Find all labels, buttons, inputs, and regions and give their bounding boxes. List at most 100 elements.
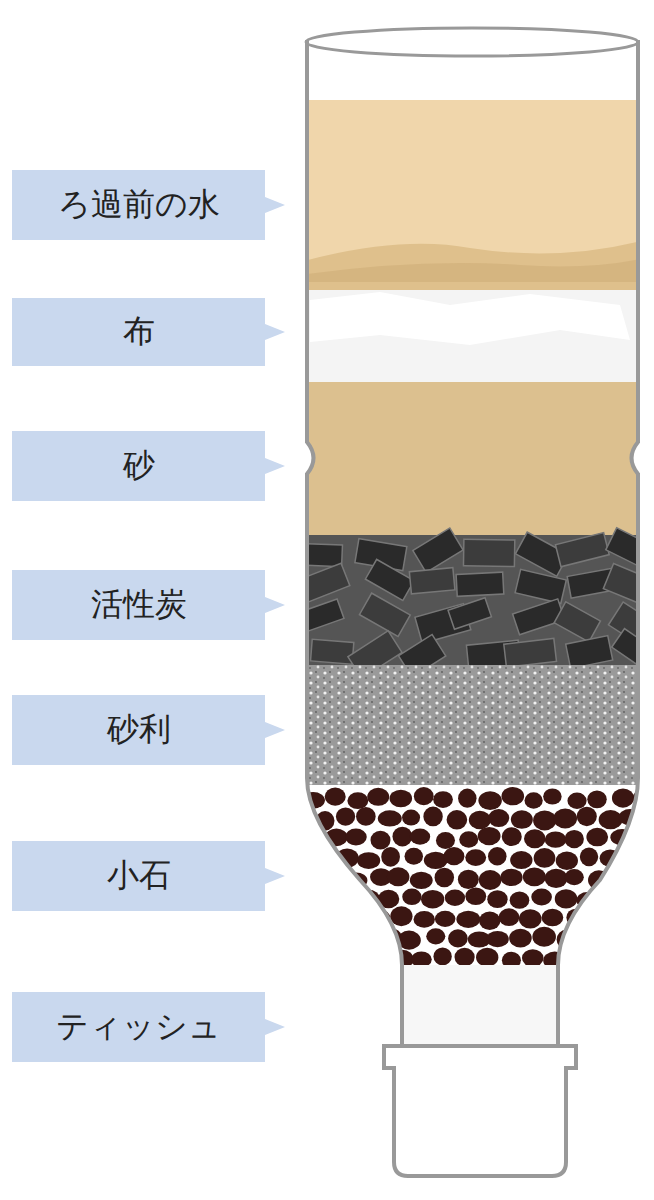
pebble xyxy=(458,870,479,889)
pebble xyxy=(435,868,455,888)
pebble xyxy=(632,868,653,887)
pebble xyxy=(510,851,532,869)
pebble xyxy=(640,888,654,908)
pebble xyxy=(423,807,442,827)
pebble xyxy=(599,810,623,829)
pebble xyxy=(458,789,476,808)
charcoal-block xyxy=(409,568,455,594)
charcoal-block xyxy=(555,533,609,567)
pebble xyxy=(523,867,546,886)
pebble xyxy=(532,927,556,947)
cloth-fold xyxy=(310,292,630,345)
pebble xyxy=(613,871,632,889)
pebble xyxy=(410,872,433,889)
pebble xyxy=(378,810,402,826)
pebble xyxy=(622,889,646,905)
charcoal-block xyxy=(612,629,654,671)
pebble xyxy=(565,951,587,971)
pebble xyxy=(555,889,578,908)
pebble xyxy=(390,790,413,807)
pebble xyxy=(465,849,486,866)
pebble xyxy=(381,847,400,867)
charcoal-block xyxy=(504,638,557,667)
pebble xyxy=(325,788,346,806)
pebble xyxy=(313,889,334,906)
charcoal-block xyxy=(566,636,613,669)
charcoal-block xyxy=(463,539,514,566)
label-box: 布 xyxy=(12,298,265,366)
pebble xyxy=(300,950,321,966)
pebble xyxy=(645,811,654,830)
gravel-layer xyxy=(300,665,645,790)
cloth-layer xyxy=(300,290,645,385)
pebble xyxy=(478,791,501,810)
pebble xyxy=(324,952,345,969)
pebble xyxy=(502,787,525,805)
pebble xyxy=(479,870,502,890)
pebble xyxy=(487,890,507,908)
pebble xyxy=(553,808,577,828)
label-box: ティッシュ xyxy=(12,992,265,1062)
pebble xyxy=(524,829,546,848)
pebble xyxy=(545,869,568,888)
bottle-outline xyxy=(307,40,638,1046)
pebble xyxy=(612,789,634,808)
pebble xyxy=(448,929,468,947)
pebble xyxy=(456,911,480,928)
pointer xyxy=(265,458,285,474)
pebble xyxy=(543,789,562,805)
pebble xyxy=(577,807,597,827)
pointer xyxy=(265,868,285,884)
pebble xyxy=(510,892,530,909)
pebble xyxy=(531,889,552,906)
pebble xyxy=(509,929,532,948)
pebble xyxy=(598,891,621,909)
charcoal-blocks xyxy=(298,528,654,678)
pebble xyxy=(499,908,520,926)
pebble xyxy=(500,869,522,886)
pebble xyxy=(522,949,544,967)
pebble xyxy=(347,792,368,809)
pebble xyxy=(511,810,533,829)
pebble xyxy=(542,909,564,927)
water-sediment xyxy=(300,240,645,290)
pebble xyxy=(421,890,444,909)
pebble xyxy=(630,911,654,930)
pebble xyxy=(631,949,654,968)
pebble xyxy=(469,811,491,829)
pebble-layer xyxy=(300,785,645,965)
pebble xyxy=(478,827,501,845)
pebble xyxy=(436,832,455,849)
charcoal-block xyxy=(603,564,654,608)
pebble xyxy=(314,931,332,948)
pointer xyxy=(265,197,285,213)
pointers xyxy=(265,197,285,1035)
pebble xyxy=(392,827,412,847)
pebble xyxy=(608,909,631,929)
water-sediment xyxy=(300,258,645,282)
charcoal-block xyxy=(413,528,463,572)
pebble xyxy=(459,831,478,847)
pebble xyxy=(411,951,432,967)
pebble xyxy=(367,788,389,806)
layer-label: 活性炭 xyxy=(91,583,187,627)
pebble xyxy=(588,910,609,928)
pebble xyxy=(533,810,556,830)
charcoal-block xyxy=(554,602,600,642)
pebble xyxy=(580,847,598,866)
pebble xyxy=(455,948,475,967)
layer-label: ティッシュ xyxy=(56,1005,221,1049)
pebble xyxy=(479,911,500,929)
pointer xyxy=(265,722,285,738)
charcoal-block xyxy=(359,593,410,636)
pebble xyxy=(357,852,380,869)
pebble xyxy=(433,947,451,965)
pebble xyxy=(435,911,456,927)
pebble xyxy=(486,931,508,947)
pebble xyxy=(465,888,486,906)
pebble xyxy=(488,847,507,866)
layer-label: 砂 xyxy=(123,444,155,488)
pointer xyxy=(265,324,285,340)
pebble xyxy=(623,928,642,945)
